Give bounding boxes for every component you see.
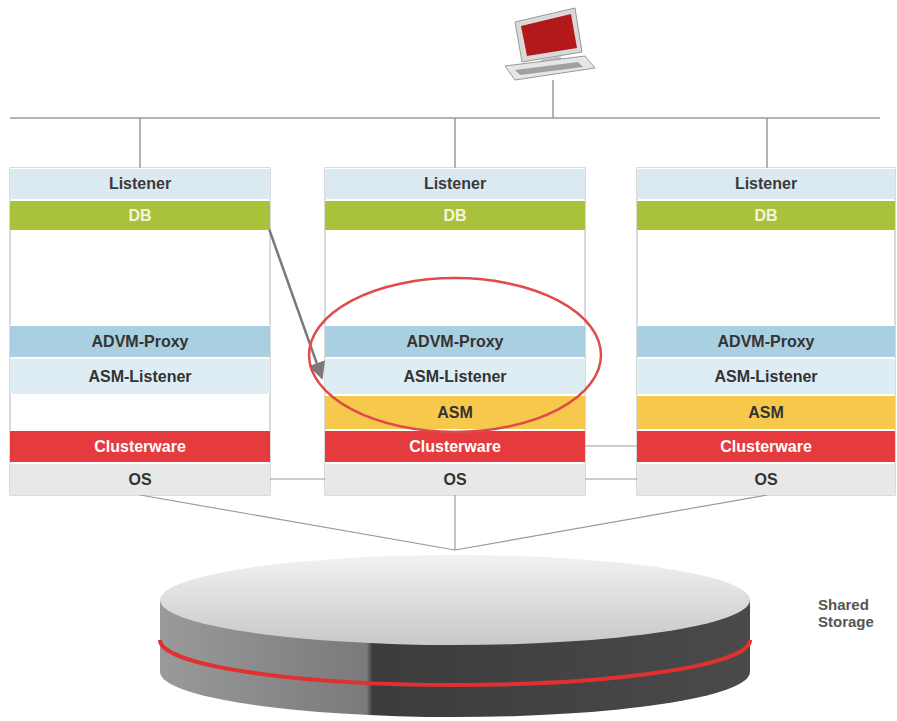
asm-listener-layer: ASM-Listener — [325, 358, 585, 394]
server-column — [10, 168, 895, 495]
layer-label: ASM-Listener — [403, 368, 506, 386]
layer-label: Listener — [109, 175, 171, 193]
layer-label: ASM-Listener — [88, 368, 191, 386]
link-line — [585, 478, 637, 479]
layer-label: DB — [754, 207, 777, 225]
os-layer: OS — [637, 463, 895, 495]
asm-layer: ASM — [637, 395, 895, 429]
advm-proxy-layer: ADVM-Proxy — [637, 325, 895, 357]
layer-label: ASM — [437, 404, 473, 422]
layer-label: OS — [754, 471, 777, 489]
layer-label: Clusterware — [720, 438, 812, 456]
storage-link — [140, 495, 767, 550]
storage-label: Shared Storage — [818, 596, 888, 631]
link-line — [270, 478, 325, 479]
listener-layer: Listener — [10, 168, 270, 199]
database-layer: DB — [10, 200, 270, 230]
layer-label: ADVM-Proxy — [718, 333, 815, 351]
database-layer: DB — [325, 200, 585, 230]
layer-label: DB — [128, 207, 151, 225]
computer-icon — [505, 8, 595, 80]
layer-label: OS — [443, 471, 466, 489]
clusterware-layer: Clusterware — [637, 430, 895, 462]
layer-label: ADVM-Proxy — [407, 333, 504, 351]
network-bus — [10, 80, 880, 168]
advm-proxy-layer: ADVM-Proxy — [10, 325, 270, 357]
listener-layer: Listener — [325, 168, 585, 199]
os-layer: OS — [10, 463, 270, 495]
link-line — [585, 445, 637, 446]
storage-cylinder — [160, 555, 750, 717]
connection-arrow — [268, 226, 322, 378]
layer-label: Clusterware — [94, 438, 186, 456]
asm-listener-layer: ASM-Listener — [10, 358, 270, 394]
highlight-ellipse — [309, 278, 601, 432]
layer-label: ASM — [748, 404, 784, 422]
clusterware-layer: Clusterware — [10, 430, 270, 462]
asm-layer: ASM — [325, 395, 585, 429]
os-layer: OS — [325, 463, 585, 495]
layer-label: Clusterware — [409, 438, 501, 456]
asm-listener-layer: ASM-Listener — [637, 358, 895, 394]
clusterware-layer: Clusterware — [325, 430, 585, 462]
layer-label: ASM-Listener — [714, 368, 817, 386]
layer-label: ADVM-Proxy — [92, 333, 189, 351]
database-layer: DB — [637, 200, 895, 230]
layer-label: Listener — [735, 175, 797, 193]
layer-label: Listener — [424, 175, 486, 193]
layer-label: OS — [128, 471, 151, 489]
layer-label: DB — [443, 207, 466, 225]
listener-layer: Listener — [637, 168, 895, 199]
advm-proxy-layer: ADVM-Proxy — [325, 325, 585, 357]
